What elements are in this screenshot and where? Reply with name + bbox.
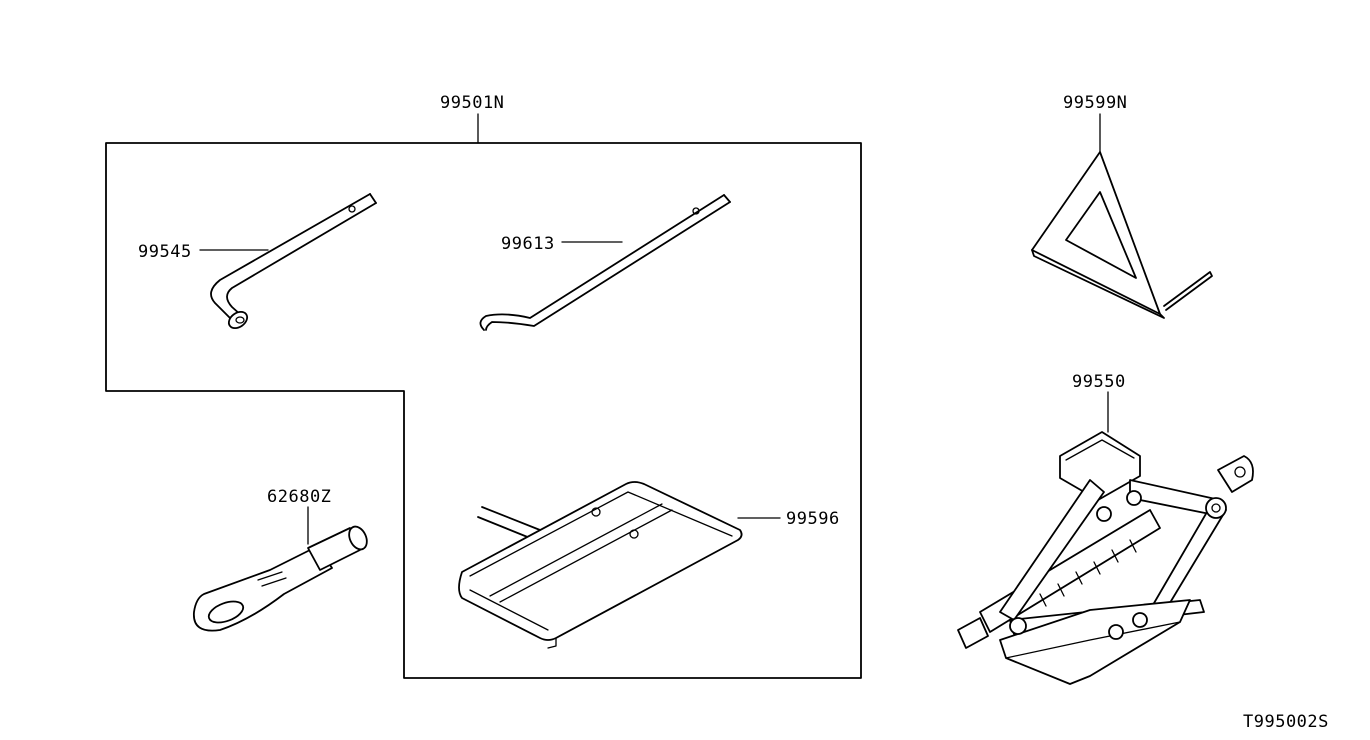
label-62680Z: 62680Z: [267, 487, 331, 507]
wheel-wrench-icon: [210, 193, 377, 330]
label-99550: 99550: [1072, 372, 1126, 392]
label-99613: 99613: [501, 234, 555, 254]
tow-hook-icon: [193, 525, 368, 632]
tray-icon: [458, 481, 743, 649]
label-99596: 99596: [786, 509, 840, 529]
scissor-jack-icon: [957, 431, 1254, 685]
hook-rod-icon: [479, 194, 731, 331]
warning-triangle-icon: [1031, 151, 1213, 319]
label-99599N: 99599N: [1063, 93, 1127, 113]
figure-code: T995002S: [1243, 712, 1329, 732]
label-99501N: 99501N: [440, 93, 504, 113]
kit-box-outline: [105, 142, 862, 679]
label-99545: 99545: [138, 242, 192, 262]
